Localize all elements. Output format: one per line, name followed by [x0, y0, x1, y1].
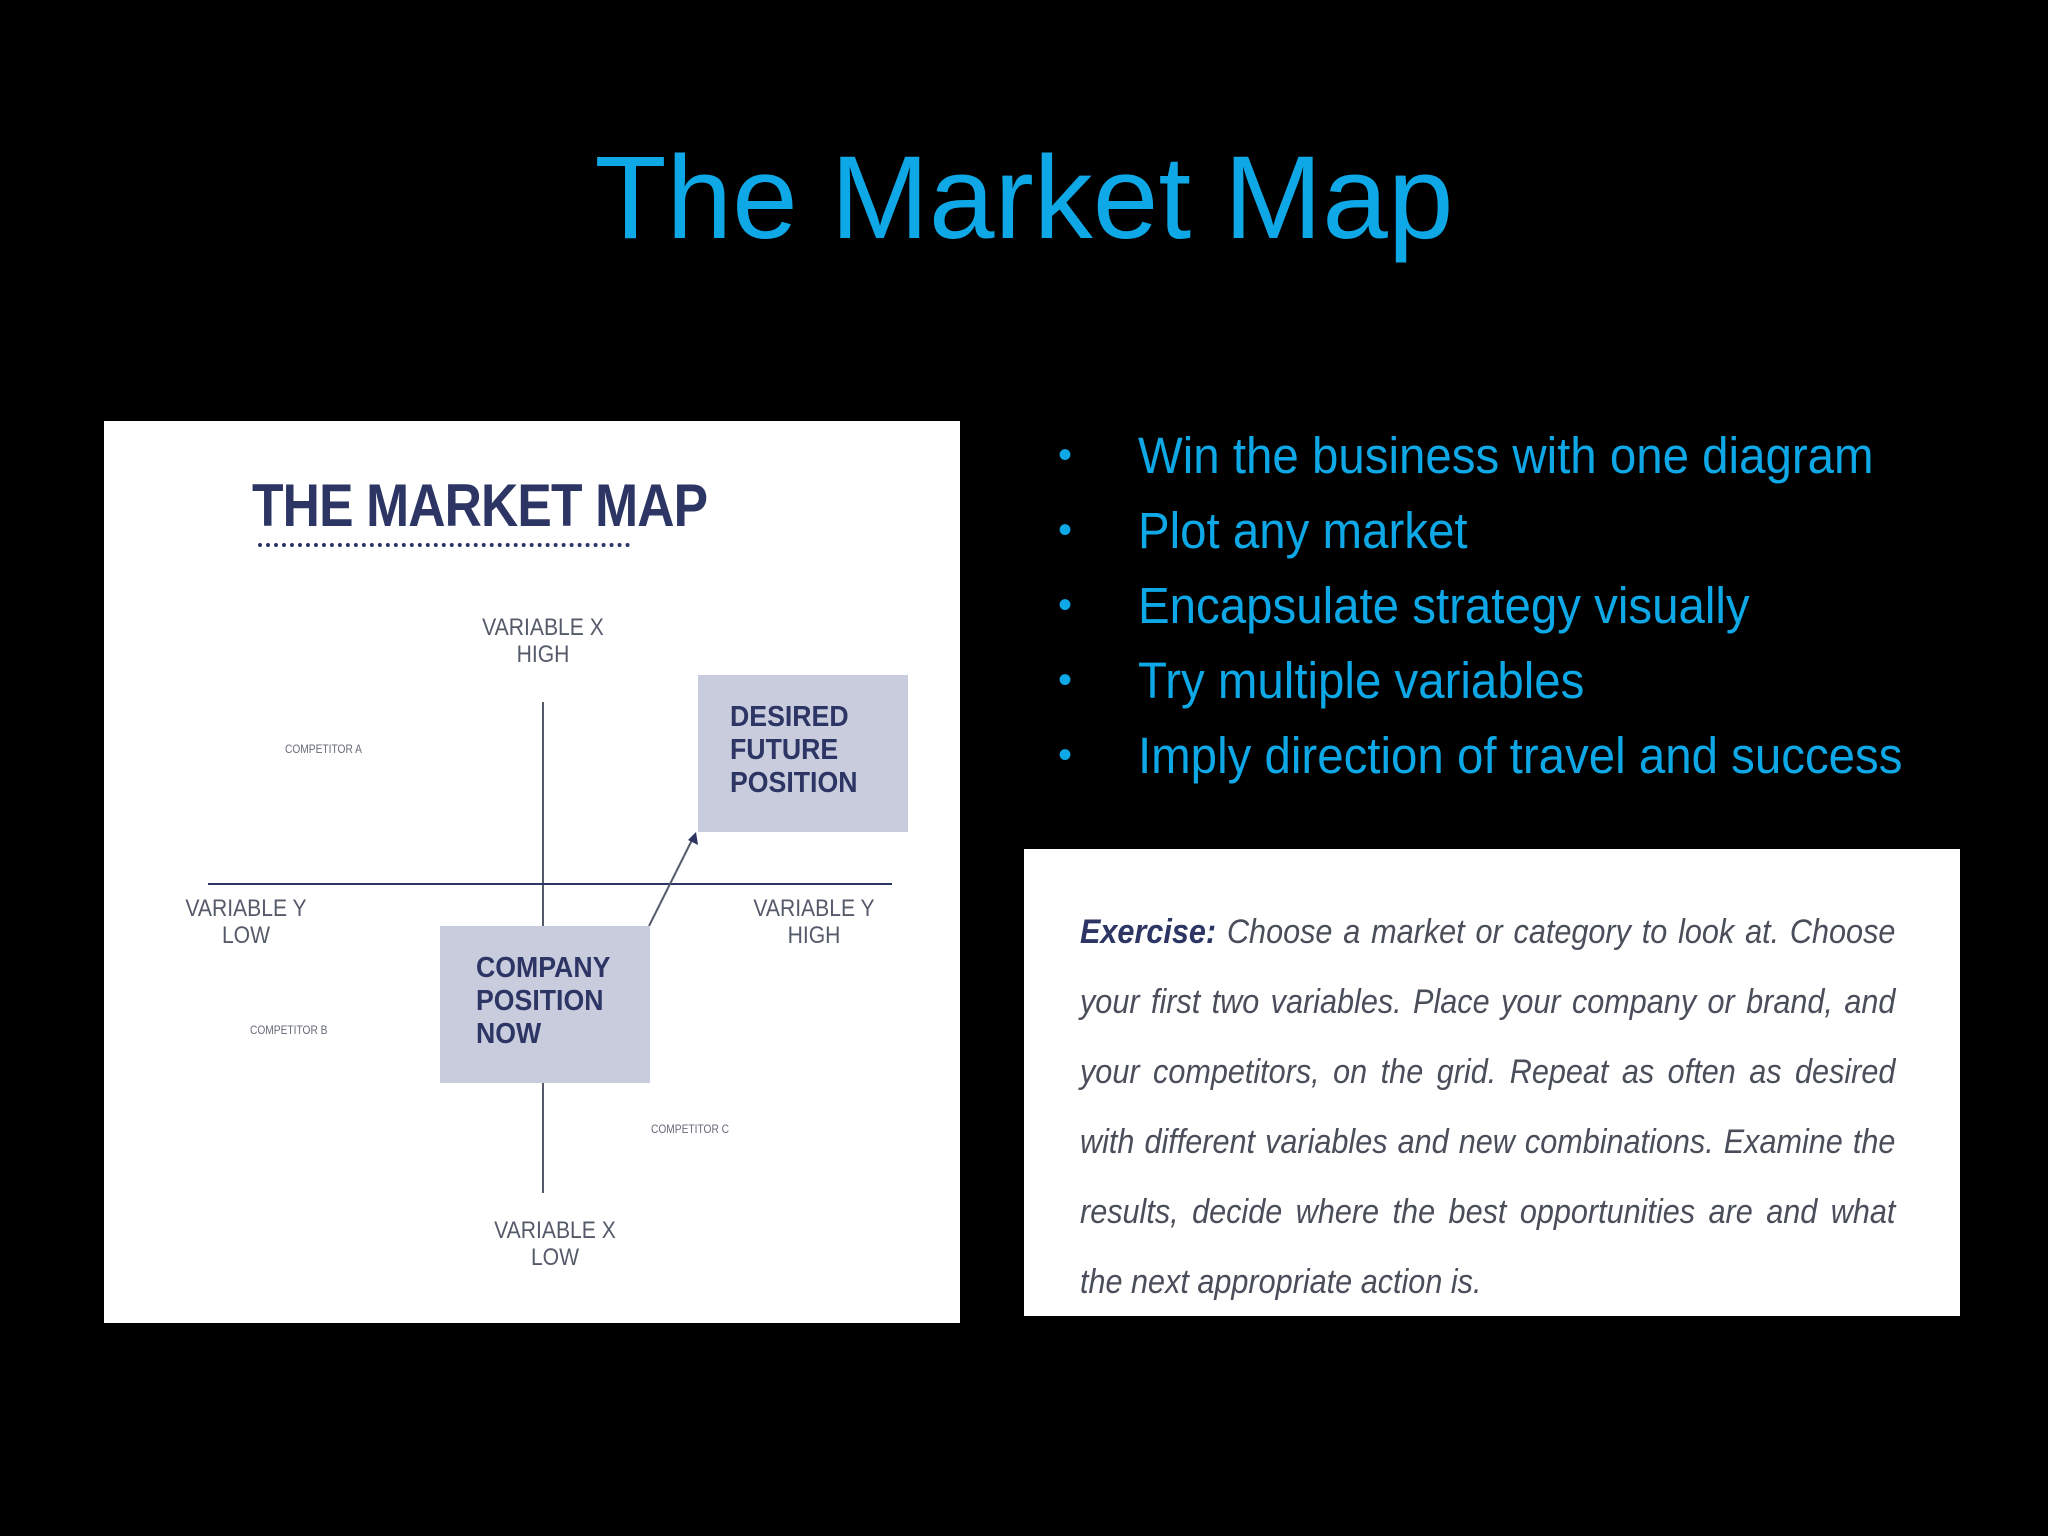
bullet-marker: • [1058, 508, 1073, 552]
competitor-b-label: COMPETITOR B [250, 1023, 328, 1037]
exercise-card: Exercise: Choose a market or category to… [1024, 849, 1960, 1316]
competitor-a-label: COMPETITOR A [285, 742, 362, 756]
diagram-heading: THE MARKET MAP [252, 472, 708, 539]
slide-title: The Market Map [594, 132, 1454, 264]
bullet-marker: • [1058, 733, 1073, 777]
bullet-marker: • [1058, 658, 1073, 702]
heading-dotted-rule [258, 543, 630, 547]
exercise-body: Choose a market or category to look at. … [1080, 913, 1896, 1301]
exercise-text: Exercise: Choose a market or category to… [1080, 897, 1895, 1317]
direction-arrow-head [688, 832, 698, 845]
exercise-label: Exercise: [1080, 913, 1217, 951]
direction-arrow-line [648, 839, 693, 927]
market-map-axes [208, 702, 892, 1193]
bullet-marker: • [1058, 583, 1073, 627]
competitor-c-label: COMPETITOR C [651, 1122, 730, 1136]
bullet-marker: • [1058, 433, 1073, 477]
